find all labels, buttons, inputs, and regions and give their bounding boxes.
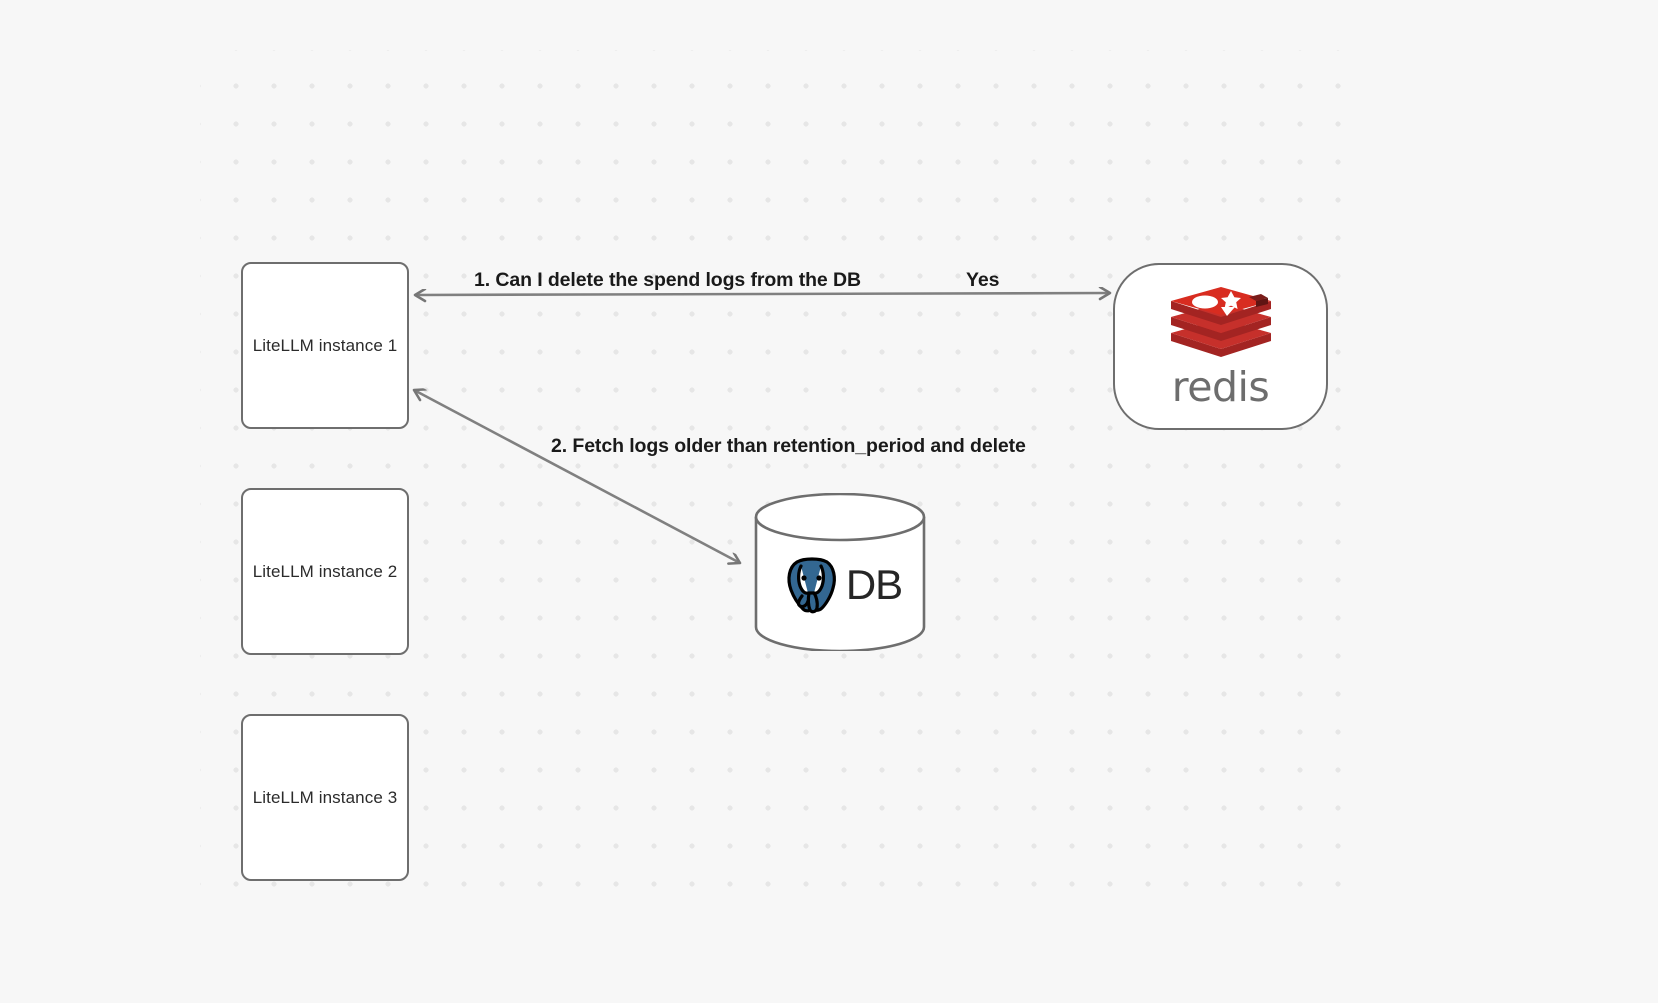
redis-wordmark: redis (1171, 363, 1270, 411)
postgresql-elephant-icon (787, 557, 836, 614)
node-litellm-instance-2[interactable]: LiteLLM instance 2 (241, 488, 409, 655)
edge-litellm1-redis (415, 293, 1110, 295)
edge-litellm1-db (414, 390, 740, 563)
node-litellm-instance-1-label: LiteLLM instance 1 (252, 335, 398, 355)
redis-logo-icon (1170, 287, 1271, 357)
node-redis[interactable]: redis (1113, 263, 1328, 430)
node-litellm-instance-3-label: LiteLLM instance 3 (252, 787, 398, 807)
edge-label-answer-yes: Yes (966, 269, 1000, 291)
node-postgres-db[interactable]: DB (754, 493, 926, 651)
node-litellm-instance-2-label: LiteLLM instance 2 (252, 561, 398, 581)
node-litellm-instance-3[interactable]: LiteLLM instance 3 (241, 714, 409, 881)
db-label: DB (845, 561, 903, 608)
node-litellm-instance-1[interactable]: LiteLLM instance 1 (241, 262, 409, 429)
edge-label-question-1: 1. Can I delete the spend logs from the … (474, 269, 861, 291)
edge-label-action-2: 2. Fetch logs older than retention_perio… (551, 435, 1026, 457)
database-cylinder-shape (754, 493, 926, 651)
